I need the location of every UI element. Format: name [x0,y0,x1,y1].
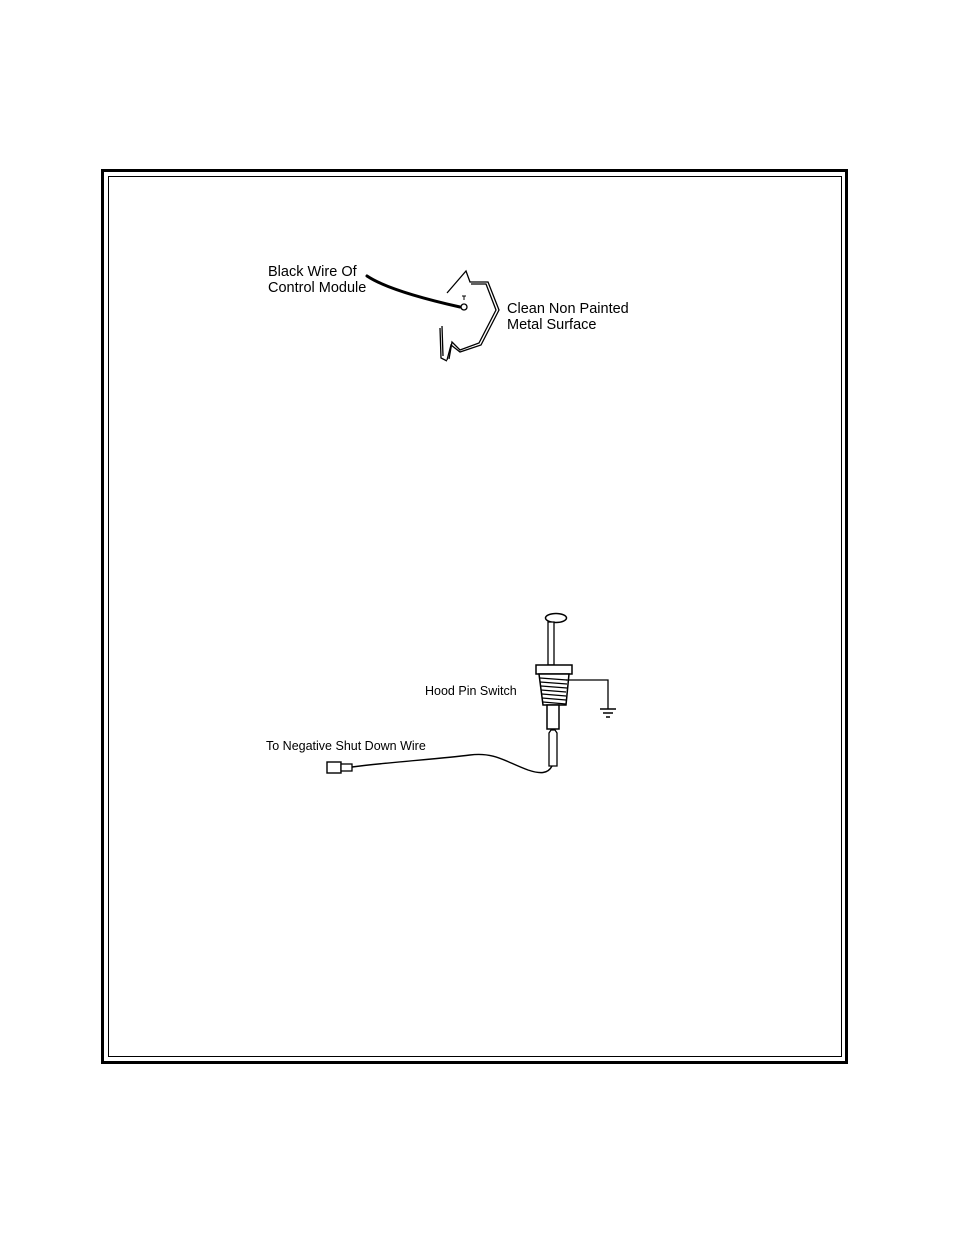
switch-hex-nut [536,665,572,674]
metal-bracket [440,271,499,361]
black-wire-label: Black Wire Of Control Module [268,264,366,296]
spade-connector-body [327,762,341,773]
spade-connector-tip [341,764,352,771]
black-wire [367,276,460,307]
shutdown-wire-label: To Negative Shut Down Wire [266,739,426,753]
ground-screw [461,304,467,310]
terminal-connector [549,730,557,766]
ground-diagram [367,271,499,361]
ground-lead [566,680,608,709]
screw-tip [462,296,466,300]
shutdown-wire [352,754,552,772]
switch-terminal [547,705,559,729]
pin-head [546,614,567,623]
metal-surface-label: Clean Non Painted Metal Surface [507,301,629,333]
hood-pin-switch-label: Hood Pin Switch [425,684,517,698]
pin-shaft [548,622,554,665]
ground-symbol-icon [600,709,616,717]
